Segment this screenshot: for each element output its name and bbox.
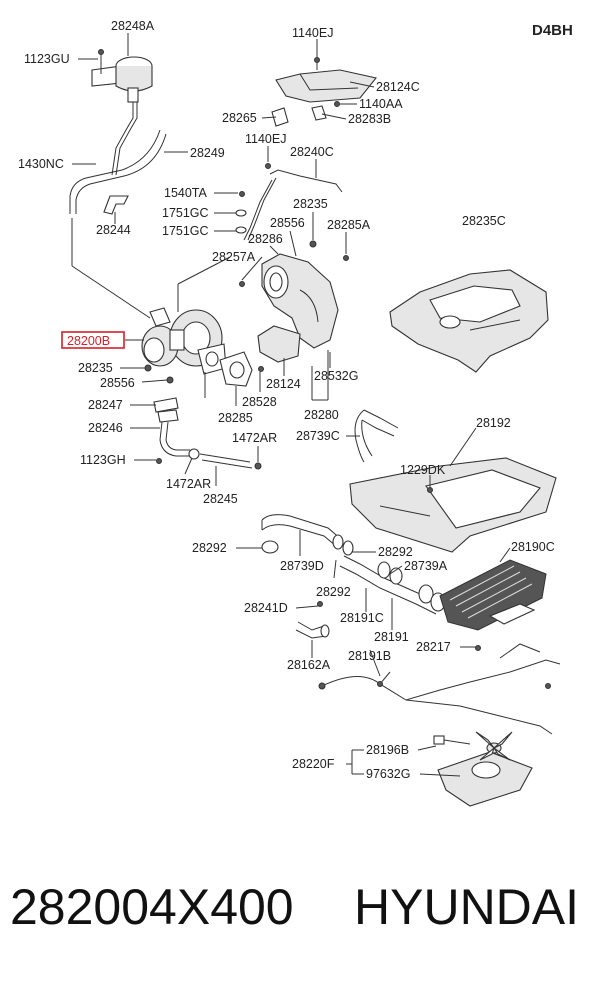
part-label-28192: 28192 (476, 416, 511, 430)
part-label-1140AA: 1140AA (359, 97, 403, 111)
part-label-28220F: 28220F (292, 757, 335, 771)
fan-assembly-drawing (437, 731, 533, 807)
part-label-28124: 28124 (266, 377, 301, 391)
part-label-28124C: 28124C (376, 80, 420, 94)
part-label-28235C: 28235C (462, 214, 506, 228)
turbo-flange-drawing (197, 343, 264, 387)
part-label-28190C: 28190C (511, 540, 555, 554)
part-label-28528: 28528 (242, 395, 277, 409)
part-label-1123GU: 1123GU (24, 52, 70, 66)
part-label-1540TA: 1540TA (164, 186, 208, 200)
leader-lines (71, 33, 511, 777)
part-label-28285A: 28285A (327, 218, 371, 232)
hose-drawing (69, 129, 167, 214)
part-label-28196B: 28196B (366, 743, 409, 757)
part-label-28739D: 28739D (280, 559, 324, 573)
oil-return-pipe-drawing (153, 397, 262, 470)
part-labels: 28248A 1140EJ 1123GU 28124C 1140AA 28265… (18, 19, 555, 781)
part-label-28240C: 28240C (290, 145, 334, 159)
part-label-28265: 28265 (222, 111, 257, 125)
part-label-28532G: 28532G (314, 369, 358, 383)
part-label-28246: 28246 (88, 421, 123, 435)
intercooler-core-drawing (439, 559, 547, 651)
air-duct-hose-drawing (354, 409, 399, 463)
engine-cover-drawing (389, 269, 549, 373)
part-label-1140EJ-mid: 1140EJ (245, 132, 286, 146)
gasket-28124-drawing (257, 325, 301, 363)
part-label-28292-a: 28292 (192, 541, 227, 555)
bracket-drawing (103, 195, 129, 215)
actuator-drawing (91, 49, 153, 176)
part-label-28217: 28217 (416, 640, 451, 654)
part-label-28739C: 28739C (296, 429, 340, 443)
part-label-1430NC: 1430NC (18, 157, 64, 171)
part-label-28556-low: 28556 (100, 376, 135, 390)
footer-brand-name: HYUNDAI (354, 879, 580, 935)
heat-shield-top-drawing (275, 44, 377, 103)
part-label-28244: 28244 (96, 223, 131, 237)
part-label-28292-b: 28292 (378, 545, 413, 559)
footer-part-number: 282004X400 (10, 879, 294, 935)
part-label-28162A: 28162A (287, 658, 331, 672)
part-label-1140EJ: 1140EJ (292, 26, 333, 40)
exhaust-manifold-drawing (239, 253, 339, 349)
part-label-1751GC-a: 1751GC (162, 206, 209, 220)
small-clips-drawing (271, 101, 340, 127)
part-label-97632G: 97632G (366, 767, 410, 781)
oil-feed-pipe-drawing (235, 163, 349, 261)
part-label-28200B-highlighted[interactable]: 28200B (67, 334, 110, 348)
part-label-1472AR-b: 1472AR (166, 477, 211, 491)
intercooler-cover-drawing (349, 457, 557, 553)
exploded-parts-diagram: 28248A 1140EJ 1123GU 28124C 1140AA 28265… (18, 19, 561, 807)
wire-harness-drawing (318, 643, 561, 745)
part-label-28292-c: 28292 (316, 585, 351, 599)
part-label-28235-low: 28235 (78, 361, 113, 375)
part-label-28556-top: 28556 (270, 216, 305, 230)
turbocharger-drawing (141, 307, 223, 384)
part-label-1229DK: 1229DK (400, 463, 446, 477)
part-label-28247: 28247 (88, 398, 123, 412)
part-label-1123GH: 1123GH (80, 453, 126, 467)
part-label-28283B: 28283B (348, 112, 391, 126)
part-label-28235-top: 28235 (293, 197, 328, 211)
part-label-28285: 28285 (218, 411, 253, 425)
part-label-28241D: 28241D (244, 601, 288, 615)
part-label-1751GC-b: 1751GC (162, 224, 209, 238)
small-hose-drawing (295, 621, 330, 639)
part-label-28249: 28249 (190, 146, 225, 160)
part-label-28191B: 28191B (348, 649, 391, 663)
part-label-28257A: 28257A (212, 250, 256, 264)
engine-code-label: D4BH (532, 22, 573, 39)
highlighted-part-box (61, 331, 125, 349)
part-label-28739A: 28739A (404, 559, 448, 573)
part-label-28191: 28191 (374, 630, 409, 644)
part-label-28248A: 28248A (111, 19, 155, 33)
part-label-28280: 28280 (304, 408, 339, 422)
intercooler-hoses-drawing (261, 514, 354, 556)
part-label-1472AR-a: 1472AR (232, 431, 277, 445)
part-label-28286: 28286 (248, 232, 283, 246)
part-label-28191C: 28191C (340, 611, 384, 625)
part-label-28245: 28245 (203, 492, 238, 506)
